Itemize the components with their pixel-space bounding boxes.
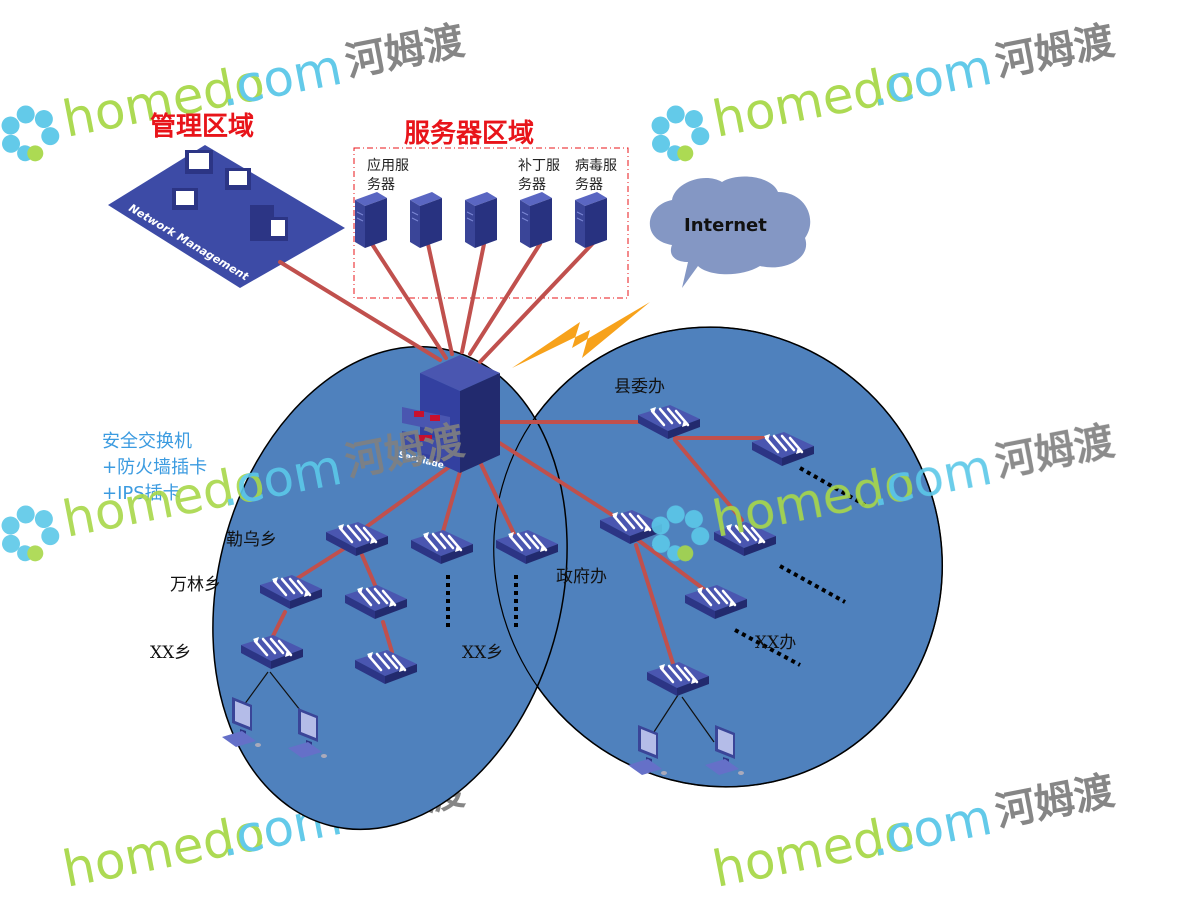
link-core-zhengfuban (496, 440, 622, 522)
link-core-xx (440, 463, 464, 537)
server-label: 补丁服 (518, 158, 560, 174)
internet-label: Internet (684, 215, 767, 236)
link-zhengfuban-sub (636, 538, 707, 592)
continuation-dots (446, 466, 866, 667)
homedo-logo-icon (651, 505, 710, 562)
link-server-core (370, 242, 448, 360)
link-xianweiban-sub (673, 438, 744, 522)
management-region-title: 管理区域 (150, 112, 254, 142)
patch-server-icon (519, 191, 553, 249)
mgmt-pc-icon (185, 150, 213, 174)
server-region-title: 服务器区域 (404, 119, 534, 149)
core-label-line3: +IPS插卡 (102, 483, 181, 504)
homedo-logo-icon (651, 105, 710, 162)
office-zone-outline (493, 326, 943, 788)
watermark-cn: 河姆渡 (341, 18, 468, 86)
node-label-zhengfuban: 政府办 (556, 567, 607, 587)
server-icon (409, 191, 443, 249)
node-label-xx-ban: XX办 (755, 633, 796, 653)
node-label-xianweiban: 县委办 (614, 377, 665, 397)
management-panel (108, 145, 345, 288)
link-pc (269, 671, 301, 711)
server-label: 应用服 (367, 157, 409, 174)
core-security-switch: SecBlade (397, 355, 500, 473)
server-region: 服务器区域 应用服 务器 补丁服 务器 病毒服 务器 (353, 119, 629, 299)
link-zhengfuban-sub (634, 543, 677, 672)
server-region-border (353, 147, 629, 299)
link-pc (243, 671, 269, 706)
node-label-wanlin: 万林乡 (170, 575, 221, 595)
watermark-cn: 河姆渡 (991, 418, 1118, 486)
management-region: Network Management 管理区域 (108, 112, 345, 288)
homedo-logo-icon (1, 105, 60, 162)
link-server-core (460, 242, 486, 354)
server-label: 务器 (367, 177, 395, 193)
lightning-icon (512, 302, 650, 368)
link-server-core (468, 242, 542, 356)
server-label: 务器 (518, 177, 546, 193)
watermark-domain: .com (865, 788, 997, 868)
core-label-line2: +防火墙插卡 (102, 457, 207, 478)
server-label: 务器 (575, 177, 603, 193)
node-label-xx-xiang-left: XX乡 (150, 643, 191, 663)
watermark-bottom-right: homedo .com 河姆渡 (708, 768, 1118, 899)
link-sub-sub (381, 620, 394, 654)
link-lewu-sub (360, 553, 377, 587)
mgmt-server-icon (250, 205, 288, 241)
watermark-cn: 河姆渡 (991, 18, 1118, 86)
link-core-lewu (360, 460, 458, 532)
pc-link-group (243, 671, 715, 743)
link-lewu-wanlin (288, 546, 347, 585)
watermark-top-right: homedo .com 河姆渡 (651, 18, 1118, 162)
watermark-top-left: homedo .com 河姆渡 (1, 18, 468, 162)
internet-cloud: Internet (649, 176, 811, 288)
cloud-icon (649, 176, 811, 288)
application-server-icon (354, 191, 388, 249)
watermark-domain: .com (865, 38, 997, 118)
antivirus-server-icon (574, 191, 608, 249)
link-pc (681, 696, 715, 743)
link-management-core (278, 260, 442, 362)
watermark-domain: .com (215, 38, 347, 118)
township-zone-ellipse (212, 345, 568, 831)
node-label-xx-xiang-mid: XX乡 (462, 643, 503, 663)
core-label-line1: 安全交换机 (102, 431, 192, 452)
server-label: 病毒服 (575, 158, 617, 174)
server-icon (464, 191, 498, 249)
link-server-core (478, 238, 598, 364)
mgmt-pc-icon (172, 188, 198, 210)
link-group (268, 238, 777, 672)
node-label-lewu: 勒乌乡 (226, 530, 277, 550)
link-core-xx (478, 460, 518, 540)
link-server-core (426, 242, 454, 356)
mgmt-pc-icon (225, 168, 251, 190)
watermark-cn: 河姆渡 (991, 768, 1118, 836)
homedo-logo-icon (1, 505, 60, 562)
link-pc (651, 694, 679, 736)
